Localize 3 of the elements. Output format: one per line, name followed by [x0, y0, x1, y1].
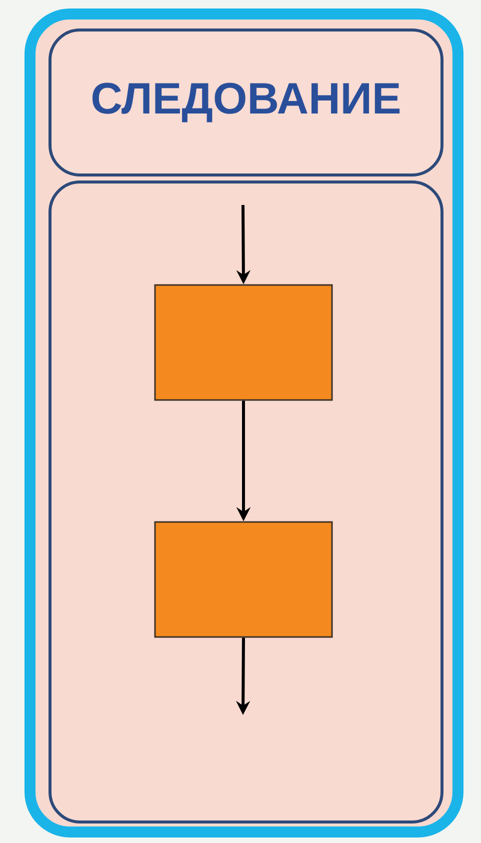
header-box: СЛЕДОВАНИЕ: [48, 28, 444, 176]
process-box: [154, 521, 333, 638]
process-box: [154, 284, 333, 401]
